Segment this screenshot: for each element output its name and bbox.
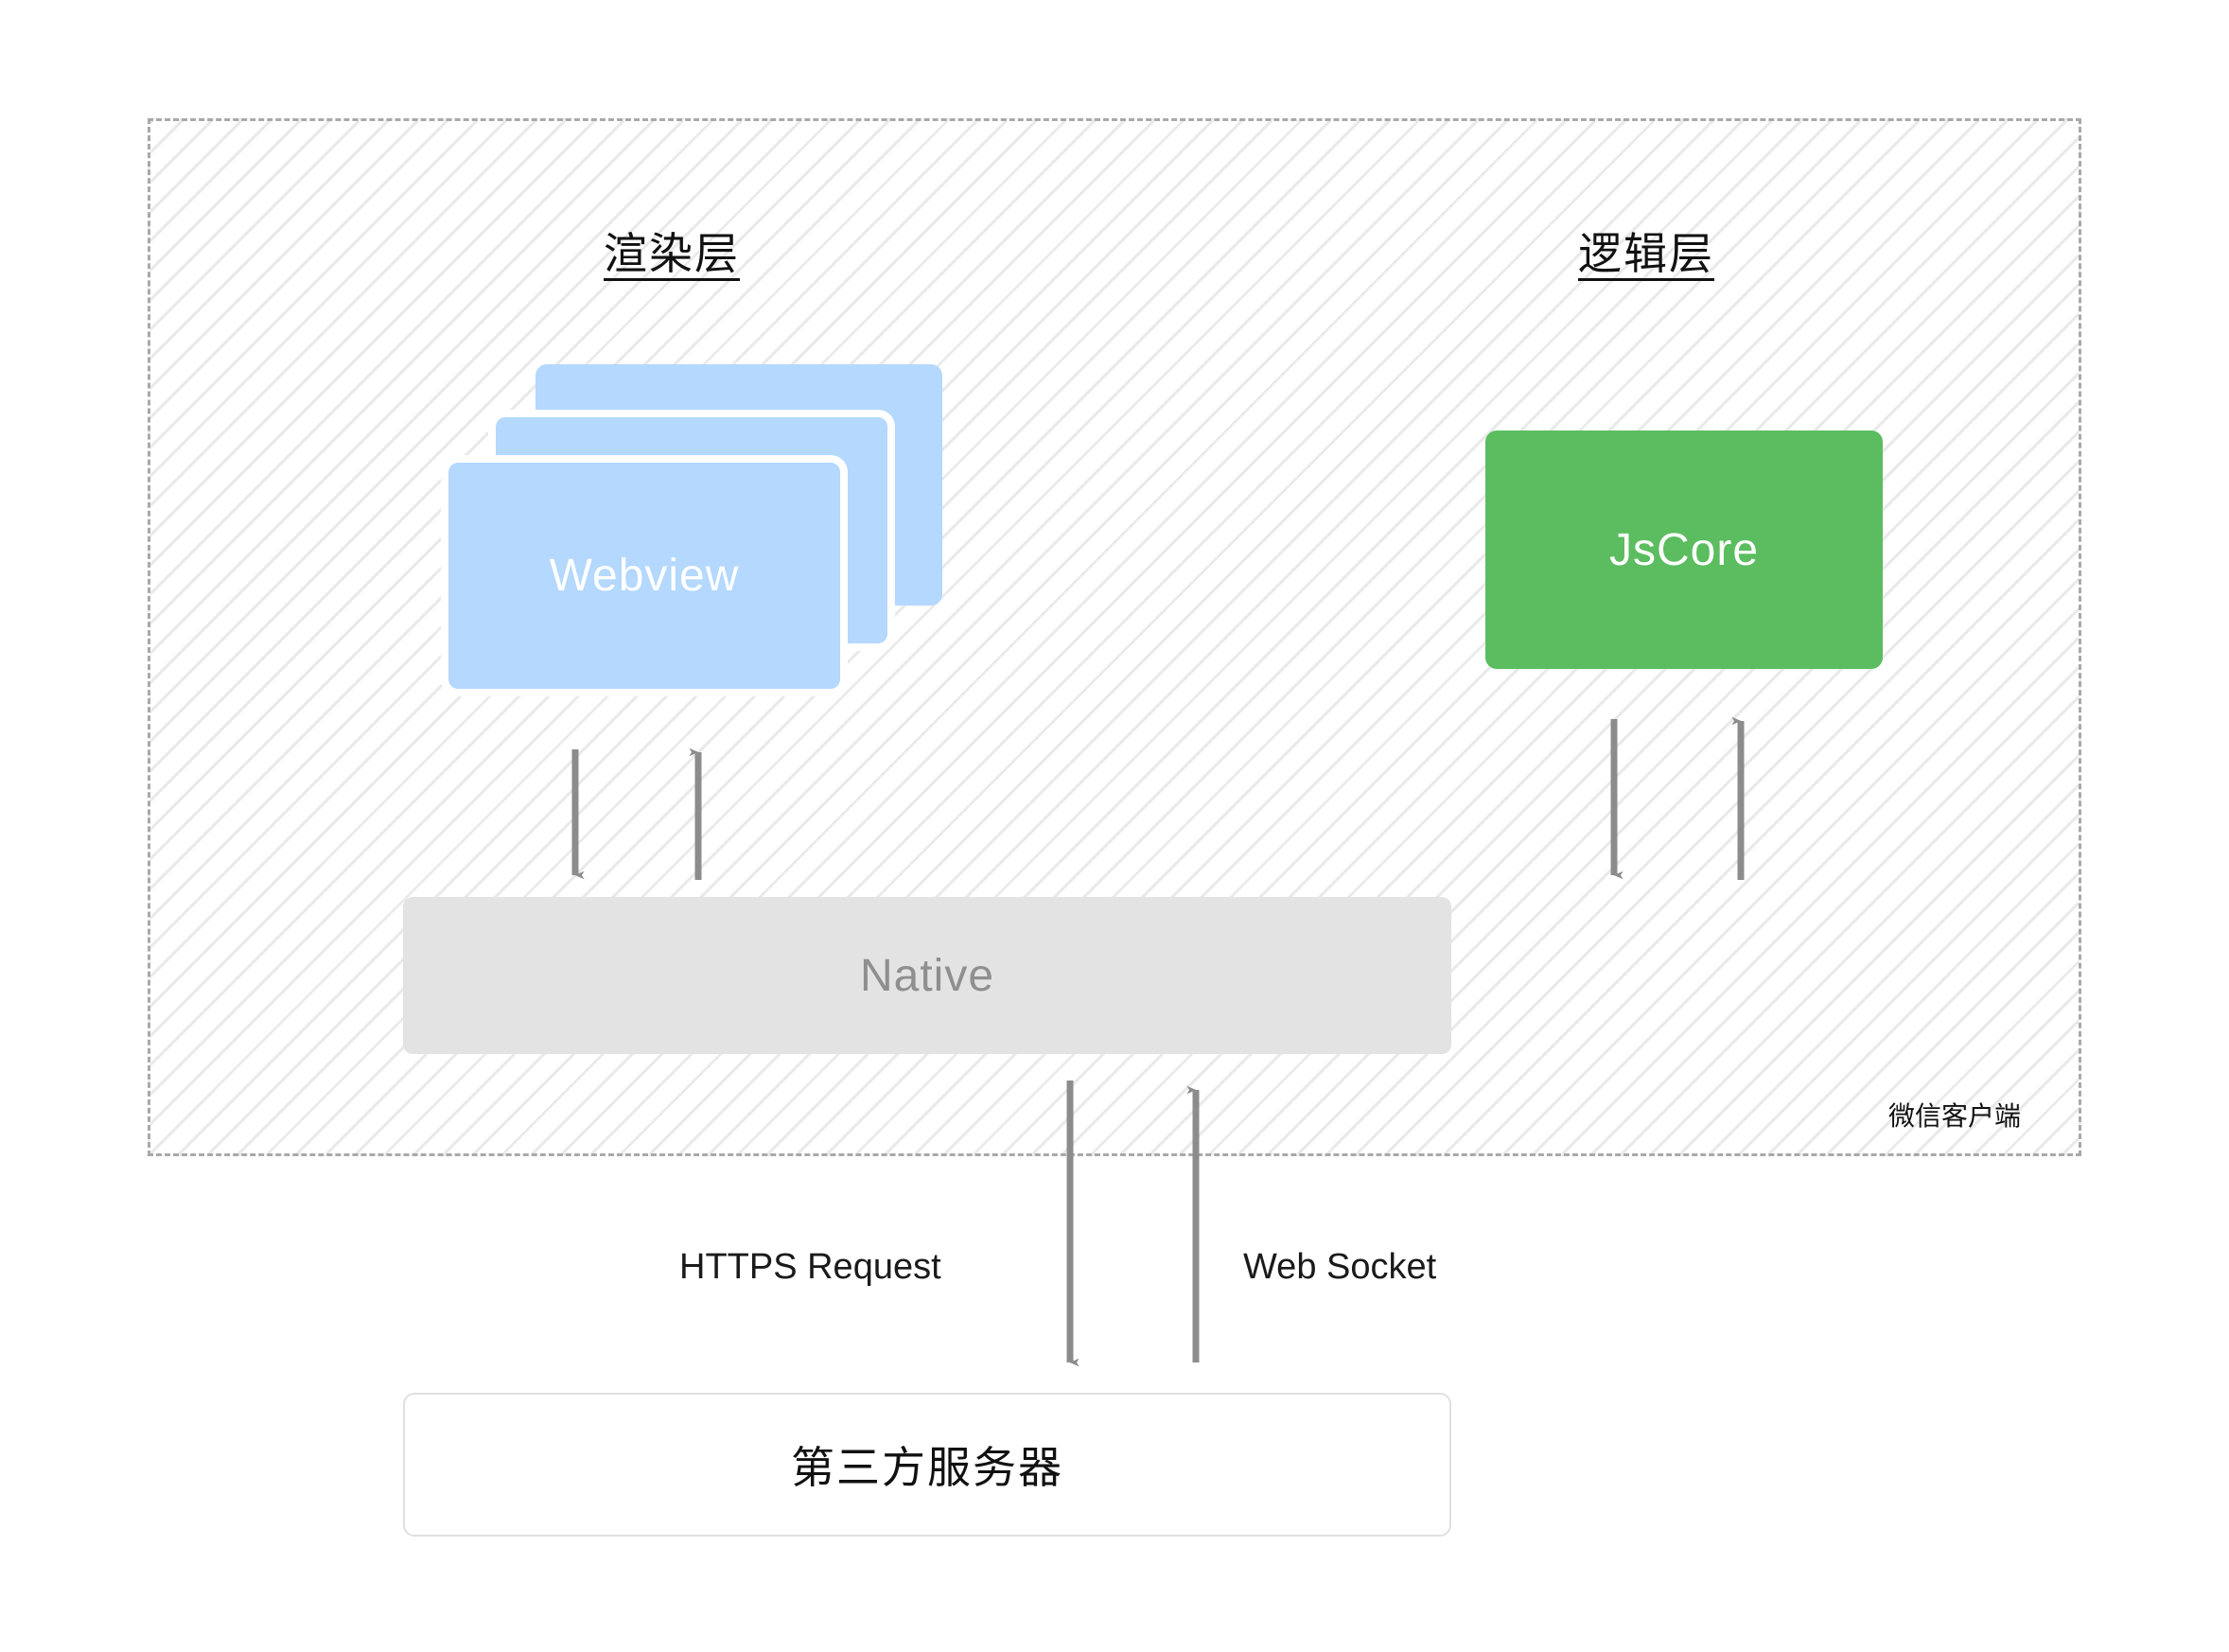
- jscore-box: JsCore: [1485, 431, 1883, 669]
- web-socket-label: Web Socket: [1243, 1247, 1437, 1287]
- third-party-server-label: 第三方服务器: [791, 1443, 1063, 1492]
- third-party-server-box: 第三方服务器: [403, 1393, 1451, 1537]
- render-layer-title: 渲染层: [604, 229, 740, 278]
- webview-card-front: Webview: [441, 455, 848, 696]
- wechat-client-caption: 微信客户端: [1888, 1101, 2022, 1131]
- native-label: Native: [859, 950, 995, 1001]
- logic-layer-title: 逻辑层: [1578, 229, 1714, 278]
- webview-label: Webview: [549, 551, 740, 601]
- jscore-label: JsCore: [1608, 524, 1760, 575]
- native-bar: Native: [403, 897, 1451, 1054]
- https-request-label: HTTPS Request: [679, 1247, 941, 1287]
- webview-stack: Webview: [441, 364, 942, 733]
